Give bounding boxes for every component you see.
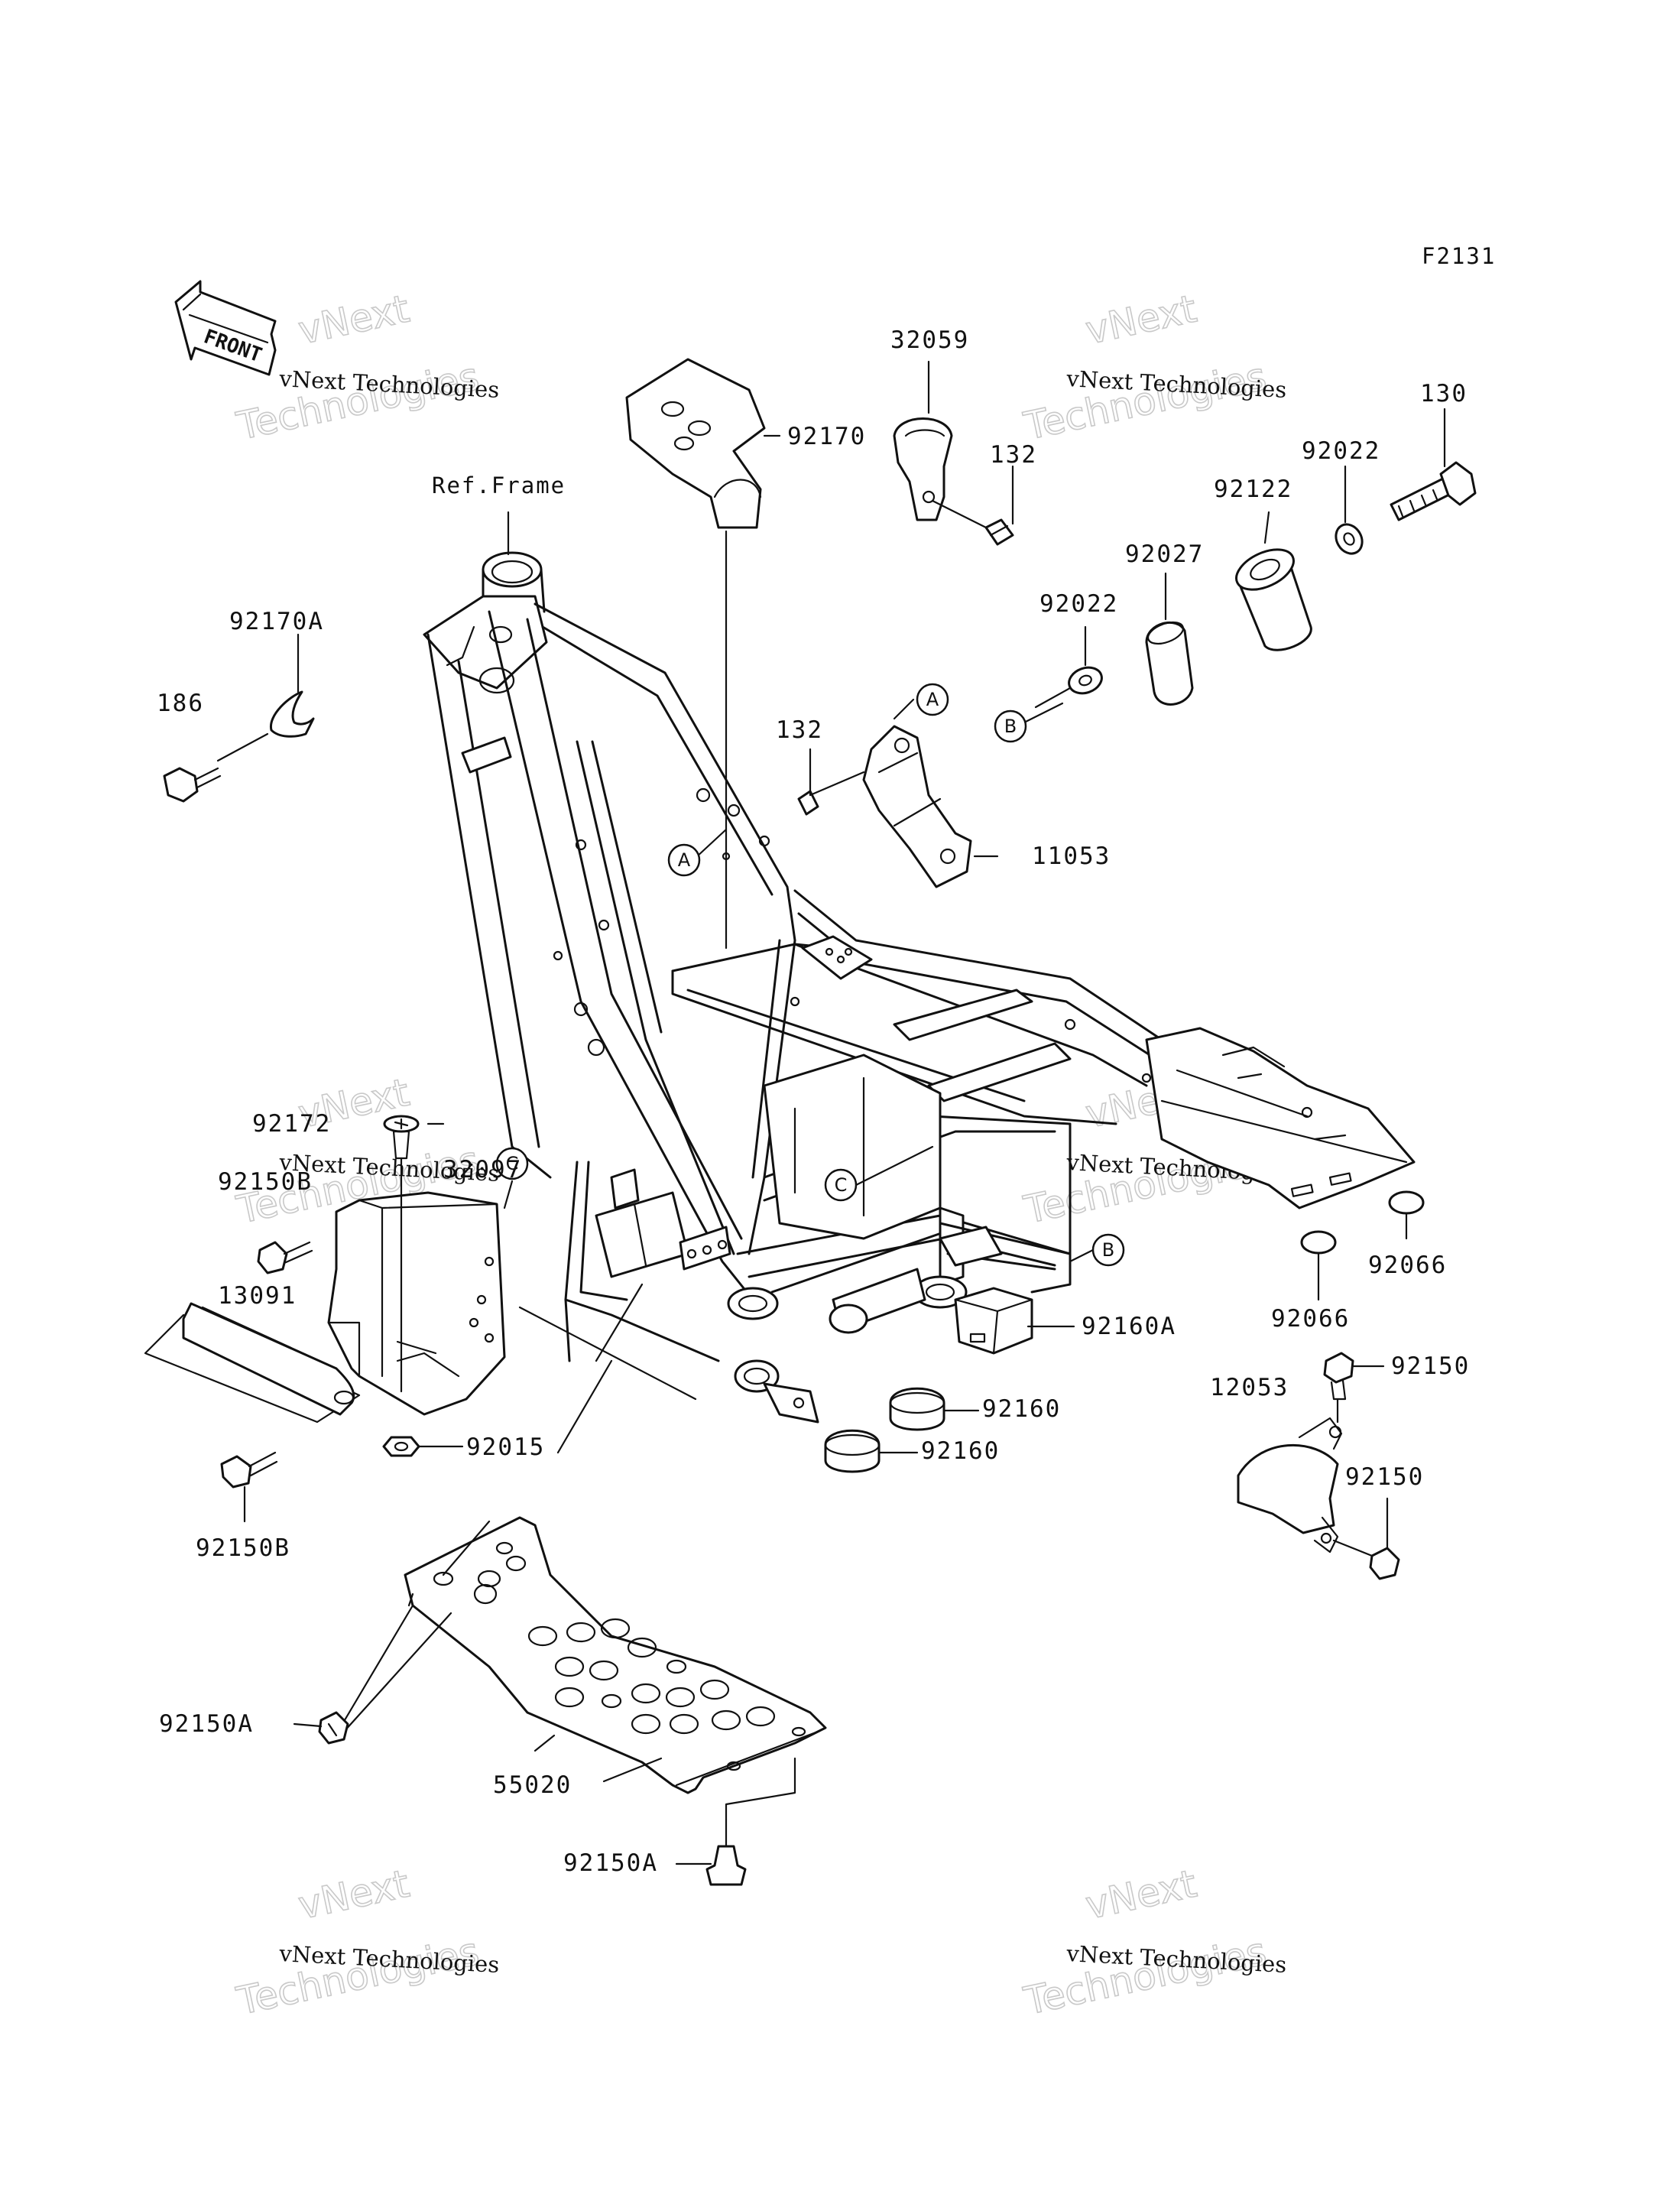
watermark-top-left: vNext Technologies vNext Technologies [232, 286, 500, 450]
label-92150-a: 92150 [1391, 1352, 1470, 1380]
label-92160-b: 92160 [921, 1437, 1000, 1465]
part-55020-skid-plate [339, 1516, 827, 1821]
part-92170a-clip [216, 633, 315, 762]
part-92015-nut [382, 1436, 420, 1457]
label-92022-top: 92022 [1302, 437, 1380, 465]
label-32059: 32059 [890, 326, 969, 354]
label-132-top: 132 [990, 441, 1037, 469]
part-labels: Ref.Frame 32059 92170 132 130 92022 9212… [157, 326, 1470, 1877]
label-92066-b: 92066 [1271, 1305, 1350, 1333]
part-11053-bracket [862, 725, 999, 888]
watermark-top-right: vNext Technologies vNext Technologies [1020, 286, 1287, 450]
watermark-bottom-right: vNext Technologies vNext Technologies [1020, 1861, 1287, 2024]
part-92150b-bolt-top [257, 1241, 313, 1274]
svg-text:A: A [926, 689, 939, 710]
part-92022-washer-mid [1034, 666, 1103, 709]
part-132-bolt-top [984, 518, 1014, 546]
part-92066-grommet-a [1388, 1190, 1425, 1240]
svg-text:C: C [506, 1153, 519, 1174]
watermark-technologies: Technologies [232, 1929, 482, 2024]
part-130-bolt [1390, 461, 1477, 521]
part-32059-clamp [893, 417, 988, 529]
motorcycle-frame [423, 551, 1416, 1424]
part-92150-bolt-b [1369, 1497, 1400, 1580]
watermark-bottom-left: vNext Technologies vNext Technologies [232, 1861, 500, 2024]
label-92172: 92172 [252, 1110, 331, 1138]
label-92150b-bottom: 92150B [196, 1534, 290, 1562]
part-32097-cover [327, 1191, 506, 1416]
svg-text:A: A [678, 849, 691, 871]
marker-b-top: B [994, 709, 1027, 743]
label-12053: 12053 [1210, 1374, 1289, 1401]
marker-a-frame: A [667, 843, 701, 877]
part-92160-damper-a [889, 1387, 945, 1431]
label-32097: 32097 [443, 1156, 522, 1183]
watermark-vnext: vNext [1082, 1862, 1200, 1928]
label-92160-a: 92160 [982, 1395, 1061, 1423]
label-55020: 55020 [493, 1771, 572, 1799]
label-92160a: 92160A [1082, 1313, 1176, 1340]
label-92170: 92170 [787, 423, 866, 450]
marker-b-frame: B [1091, 1233, 1125, 1267]
label-130: 130 [1420, 380, 1468, 407]
svg-text:B: B [1004, 716, 1017, 737]
label-92027: 92027 [1125, 541, 1204, 568]
part-132-bolt-mid [797, 771, 865, 816]
part-92022-washer-top [1335, 523, 1364, 555]
watermark-vnext: vNext [294, 1862, 413, 1928]
label-92150a-bottom: 92150A [563, 1849, 658, 1877]
label-92150-b: 92150 [1345, 1463, 1424, 1491]
svg-text:B: B [1102, 1239, 1114, 1261]
label-92170a: 92170A [229, 608, 324, 635]
part-92150a-bolt-left [318, 1711, 349, 1745]
marker-c-cover: C [495, 1147, 529, 1180]
ref-frame-label: Ref.Frame [432, 472, 566, 498]
svg-text:C: C [835, 1174, 848, 1196]
marker-c-frame: C [824, 1168, 858, 1202]
part-92122-collar [1235, 548, 1312, 651]
leader-lines [201, 360, 1446, 1865]
label-92066-a: 92066 [1368, 1252, 1447, 1279]
leader-lines-cover [518, 1283, 697, 1454]
watermark-technologies: Technologies [1020, 1929, 1270, 2024]
label-11053: 11053 [1032, 843, 1111, 870]
part-92150-bolt-a [1323, 1352, 1385, 1401]
watermark-technologies: Technologies [1020, 354, 1270, 449]
label-13091: 13091 [218, 1282, 297, 1310]
part-92150b-bolt-bottom [220, 1451, 278, 1523]
label-92015: 92015 [466, 1433, 545, 1461]
label-186: 186 [157, 690, 204, 717]
part-92170-bracket [625, 358, 766, 950]
label-92122: 92122 [1214, 476, 1292, 503]
marker-a-top: A [916, 683, 949, 716]
label-92022-mid: 92022 [1039, 590, 1118, 618]
part-92160-damper-b [824, 1429, 881, 1473]
watermark-vnext: vNext [294, 287, 413, 353]
label-92150a-left: 92150A [159, 1710, 254, 1738]
front-arrow-icon: FRONT [174, 280, 277, 376]
watermark-vnext: vNext [1082, 287, 1200, 353]
part-92160a-damper [954, 1287, 1033, 1355]
diagram-code: F2131 [1422, 243, 1496, 269]
label-92150b-top: 92150B [218, 1168, 313, 1196]
part-12053-bracket [1237, 1398, 1374, 1557]
part-92150a-bolt-bottom [705, 1818, 747, 1886]
part-13091-strap [144, 1302, 361, 1424]
label-132-mid: 132 [776, 716, 823, 744]
part-92027-sleeve [1145, 621, 1194, 706]
part-186-bolt [163, 767, 222, 803]
part-92066-grommet-b [1300, 1230, 1337, 1301]
part-92172-screw [383, 1115, 420, 1393]
